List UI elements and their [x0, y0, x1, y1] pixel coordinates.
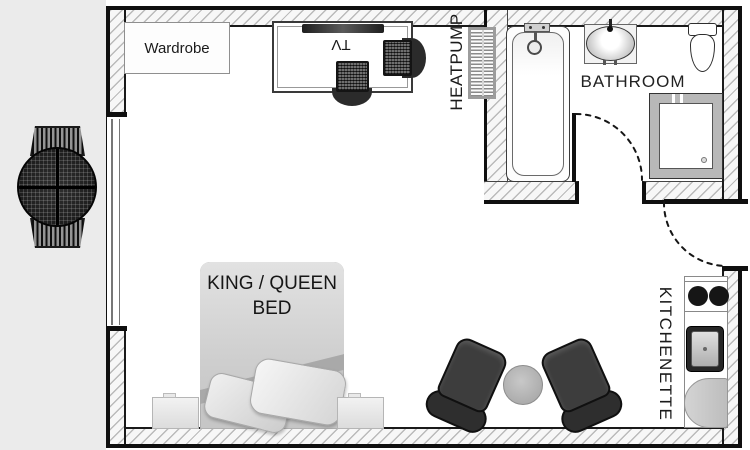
window-jamb: [106, 326, 127, 331]
entry-door-jamb: [722, 266, 748, 271]
bathtub-faucet-icon: [524, 23, 550, 32]
sink-drain-mark: [614, 60, 617, 65]
nightstand-handle: [348, 393, 361, 398]
shower-hinge-mark: [680, 94, 683, 103]
kitchen-cabinet-icon: [684, 378, 728, 428]
window-jamb: [106, 112, 127, 117]
sink-faucet-icon: [609, 19, 612, 27]
wardrobe: Wardrobe: [124, 22, 230, 74]
wall-top: [110, 10, 738, 27]
tv-label: TV: [331, 36, 351, 54]
sink-drain-mark: [603, 60, 606, 65]
desk-chair-back-icon: [332, 88, 372, 106]
wardrobe-label: Wardrobe: [144, 39, 210, 57]
desk-chair-icon: [383, 40, 412, 76]
bathtub-shower-head-icon: [527, 40, 542, 55]
kitchenette-label: KITCHENETTE: [656, 286, 675, 422]
nightstand-icon: [337, 393, 384, 429]
shower-drain-icon: [701, 157, 707, 163]
heat-pump-icon: [468, 27, 496, 99]
entry-door-jamb: [722, 199, 748, 204]
bed-label-line2: BED: [252, 297, 292, 319]
window-glass-line: [118, 119, 120, 325]
shower-tray: [659, 103, 713, 169]
bathtub-inner-line: [512, 32, 564, 176]
sink-faucet-icon: [607, 26, 613, 32]
bathroom-door-leaf: [572, 113, 576, 182]
entry-door-opening: [722, 204, 748, 266]
nightstand-handle: [163, 393, 176, 398]
patio-table-icon: [17, 147, 97, 227]
window-icon: [107, 117, 126, 326]
bathroom-label: BATHROOM: [580, 72, 686, 91]
side-table-icon: [503, 365, 543, 405]
entry-door-leaf: [664, 199, 724, 204]
faucet-knob: [529, 26, 532, 29]
stove-burner-icon: [709, 286, 729, 306]
wall-bottom: [110, 427, 738, 444]
kitchen-sink-bowl: [691, 331, 719, 367]
nightstand-icon: [152, 393, 199, 429]
shower-hinge-mark: [672, 94, 675, 103]
tv-icon: [302, 24, 384, 33]
bed-label: KING / QUEEN BED: [200, 272, 344, 321]
shower-icon: [649, 93, 723, 179]
stove-burner-icon: [688, 286, 708, 306]
desk-chair-icon: [336, 61, 369, 92]
wall-bathroom-bottom-left: [484, 181, 579, 204]
bathtub-hose: [534, 31, 537, 42]
bed-label-line1: KING / QUEEN: [207, 273, 337, 294]
faucet-knob: [542, 26, 545, 29]
heatpump-label: HEATPUMP: [447, 13, 466, 111]
kitchen-sink-drain: [703, 347, 707, 351]
window-glass-line: [111, 119, 113, 325]
